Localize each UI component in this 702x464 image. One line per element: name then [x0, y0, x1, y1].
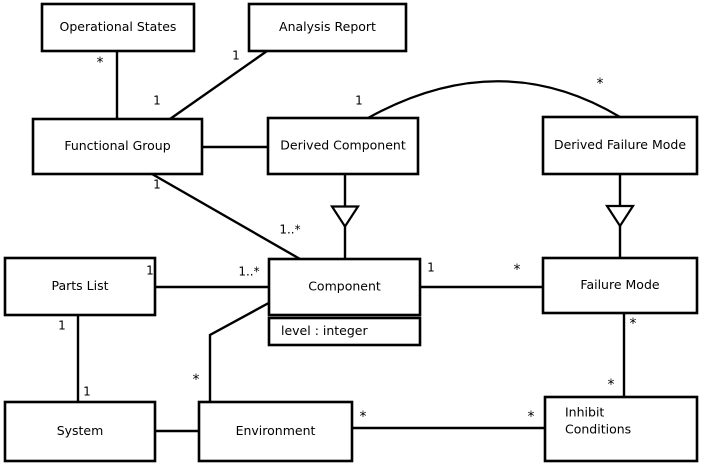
class-box-environment[interactable]: Environment: [197, 400, 354, 463]
multiplicity-label: *: [360, 409, 367, 425]
class-name-line-1: Inhibit: [565, 405, 604, 420]
multiplicity-label: *: [514, 262, 521, 278]
multiplicity-labels-layer: * 1 1 1 * 1 1..* 1 1..* 1 * * * 1 1 * * *: [58, 49, 636, 426]
class-name-label: Analysis Report: [279, 19, 376, 34]
class-box-rect: [3, 400, 157, 463]
class-name-label: Failure Mode: [580, 277, 659, 292]
multiplicity-label: 1: [355, 94, 363, 108]
class-box-derived-component[interactable]: Derived Component: [266, 116, 420, 176]
class-box-analysis-report[interactable]: Analysis Report: [247, 2, 408, 53]
association-analysis-report--functional-group[interactable]: [169, 50, 268, 120]
class-box-functional-group[interactable]: Functional Group: [31, 117, 204, 176]
multiplicity-label: *: [608, 377, 615, 393]
class-name-label: Derived Component: [280, 138, 406, 153]
multiplicity-label: 1..*: [238, 265, 259, 279]
generalization-arrowhead-icon: [329, 205, 361, 229]
class-name-label: Operational States: [60, 19, 177, 34]
class-box-rect: [197, 400, 354, 463]
multiplicity-label: 1: [153, 178, 161, 192]
multiplicity-label: *: [97, 55, 104, 71]
class-name-label: Derived Failure Mode: [554, 137, 686, 152]
multiplicity-label: *: [528, 409, 535, 425]
association-line: [169, 50, 268, 120]
multiplicity-label: 1: [146, 264, 154, 278]
class-attribute-label: level : integer: [281, 323, 368, 338]
class-box-rect: [543, 395, 699, 463]
association-environment--component[interactable]: [208, 297, 277, 402]
class-box-rect: [541, 115, 699, 176]
class-box-derived-failure-mode[interactable]: Derived Failure Mode: [541, 115, 699, 176]
class-box-rect: [3, 256, 157, 317]
class-name-label: Environment: [236, 423, 316, 438]
class-name-label: System: [57, 423, 104, 438]
class-name-label: Parts List: [51, 278, 108, 293]
class-box-rect: [247, 2, 408, 53]
class-box-system[interactable]: System: [3, 400, 157, 463]
classes-layer: Operational States Analysis ReportFunctio…: [3, 2, 699, 463]
class-name-label: Component: [308, 279, 381, 294]
class-name-label: Functional Group: [64, 138, 170, 153]
class-box-component[interactable]: Component level : integer: [267, 257, 422, 347]
class-box-rect: [40, 2, 196, 53]
multiplicity-label: 1: [232, 49, 240, 63]
association-line: [208, 297, 277, 402]
multiplicity-label: *: [597, 76, 604, 92]
association-arc-line: [367, 80, 621, 119]
multiplicity-label: *: [193, 372, 200, 388]
multiplicity-label: 1: [153, 94, 161, 108]
class-name-line-2: Conditions: [565, 422, 631, 437]
multiplicity-label: *: [630, 316, 637, 332]
class-box-rect: [31, 117, 204, 176]
class-box-failure-mode[interactable]: Failure Mode: [541, 256, 699, 315]
multiplicity-label: 1: [427, 261, 435, 275]
association-line: [151, 172, 301, 261]
class-box-rect: [541, 256, 699, 315]
multiplicity-label: 1: [83, 385, 91, 399]
multiplicity-label: 1..*: [279, 223, 300, 237]
association-derived-component--component[interactable]: [329, 174, 361, 259]
multiplicity-label: 1: [58, 319, 66, 333]
association-functional-group--component[interactable]: [151, 172, 301, 261]
association-derived-failure-mode--failure-mode[interactable]: [604, 174, 636, 258]
class-box-rect: [267, 257, 422, 317]
association-derived-component--derived-failure-mode[interactable]: [367, 80, 621, 119]
class-box-operational-states[interactable]: Operational States: [40, 2, 196, 53]
generalization-arrowhead-icon: [604, 204, 636, 229]
associations-layer: [76, 50, 636, 433]
class-attribute-compartment: [267, 316, 422, 347]
class-box-parts-list[interactable]: Parts List: [3, 256, 157, 317]
class-box-rect: [266, 116, 420, 176]
